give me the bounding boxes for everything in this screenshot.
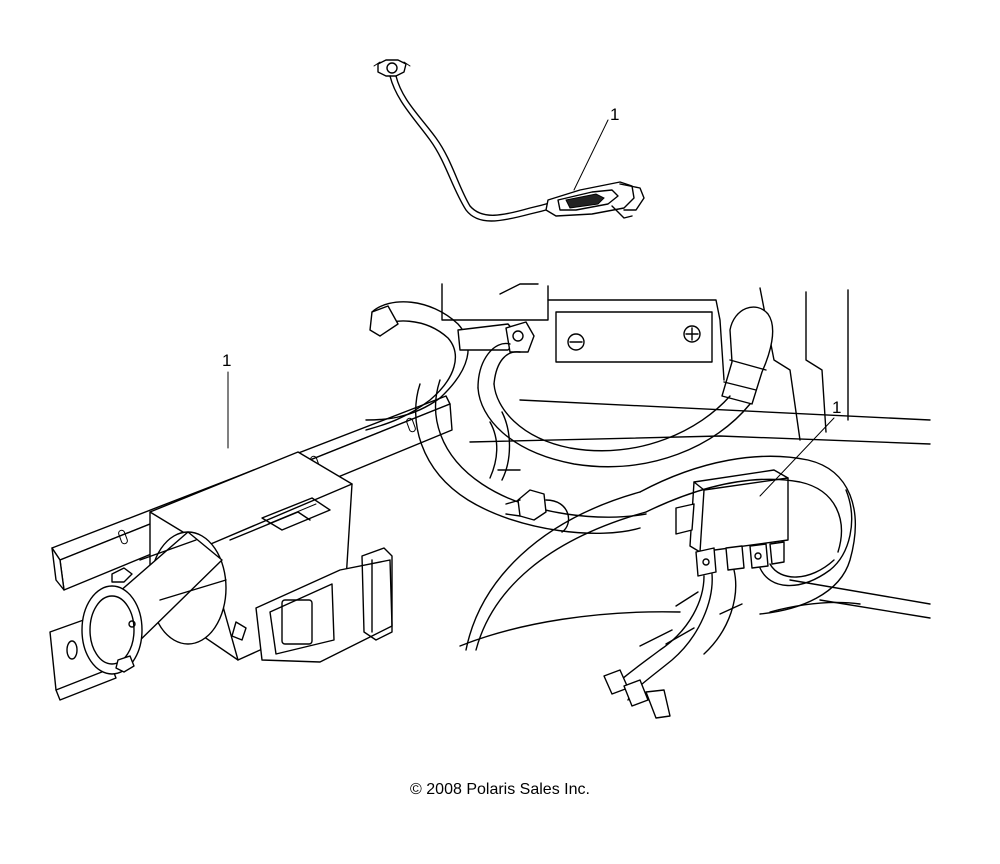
callout-label-harness: 1 — [610, 105, 620, 124]
winch-assembly — [49, 395, 453, 701]
callout-label-contactor: 1 — [832, 398, 842, 417]
callout-leader-contactor — [759, 417, 835, 497]
callout-leader-harness — [573, 119, 609, 191]
copyright-notice: © 2008 Polaris Sales Inc. — [410, 781, 590, 798]
engine-bay-view — [365, 283, 931, 719]
callout-label-winch: 1 — [222, 351, 232, 370]
remote-switch-harness — [373, 59, 645, 222]
